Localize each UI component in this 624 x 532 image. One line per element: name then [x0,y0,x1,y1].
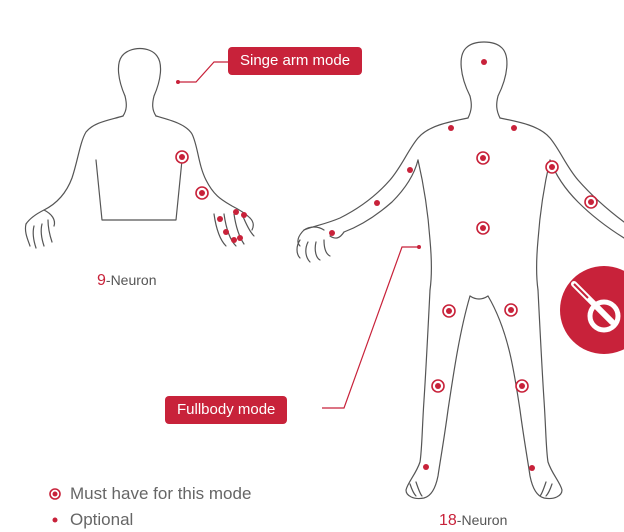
neuron-must-have [423,464,429,470]
neuron-must-have [435,383,441,389]
neuron-must-have [446,308,452,314]
neuron-must-have [199,190,205,196]
neuron-must-have [223,229,229,235]
fullbody-neuron-unit: -Neuron [457,512,508,528]
full-body-neurons [329,59,597,471]
no-tool-icon [560,266,624,354]
neuron-must-have [217,216,223,222]
neuron-must-have [511,125,517,131]
neuron-must-have [233,209,239,215]
legend-optional: Optional [70,510,133,530]
fullbody-neuron-count: 18 [439,512,457,529]
single-arm-neuron-caption: 9-Neuron [97,272,157,290]
neuron-must-have [588,199,594,205]
full-body-figure [297,42,624,499]
neuron-must-have [237,235,243,241]
single-arm-connector [178,62,228,82]
neuron-must-have [481,59,487,65]
neuron-must-have [529,465,535,471]
neuron-must-have [231,237,237,243]
single-arm-neuron-unit: -Neuron [106,272,157,288]
neuron-must-have [407,167,413,173]
legend-must-have-marker [50,489,60,499]
neuron-must-have [448,125,454,131]
single-arm-mode-label: Singe arm mode [228,47,362,75]
neuron-must-have [480,225,486,231]
legend-optional-text: Optional [70,510,133,530]
neuron-must-have [549,164,555,170]
neuron-must-have [374,200,380,206]
legend-optional-marker [53,518,58,523]
legend-must-have: Must have for this mode [70,484,251,504]
neuron-must-have [508,307,514,313]
fullbody-mode-label: Fullbody mode [165,396,287,424]
neuron-must-have [179,154,185,160]
fullbody-neuron-caption: 18-Neuron [439,512,507,530]
upper-body-neurons [176,80,247,243]
neuron-must-have [329,230,335,236]
neuron-must-have [480,155,486,161]
single-arm-neuron-count: 9 [97,272,106,289]
fullbody-connector [322,247,419,408]
legend-must-have-text: Must have for this mode [70,484,251,504]
neuron-must-have [241,212,247,218]
neuron-must-have [519,383,525,389]
